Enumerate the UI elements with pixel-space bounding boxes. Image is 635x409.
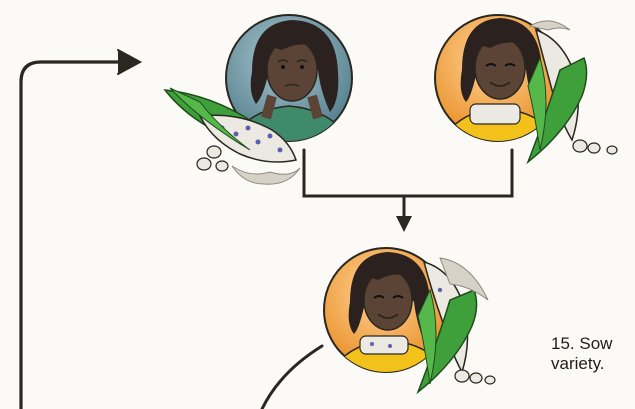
merge-arrowhead xyxy=(396,216,412,232)
step-caption-line-1: 15. Sow xyxy=(551,334,612,354)
loop-back-arrow xyxy=(21,50,140,409)
corn-white xyxy=(528,21,617,162)
merge-connector xyxy=(304,150,512,220)
continuation-curve xyxy=(262,346,322,409)
corn-result xyxy=(418,258,495,392)
step-caption: 15. Sow variety. xyxy=(551,334,612,374)
step-caption-line-2: variety. xyxy=(551,354,612,374)
